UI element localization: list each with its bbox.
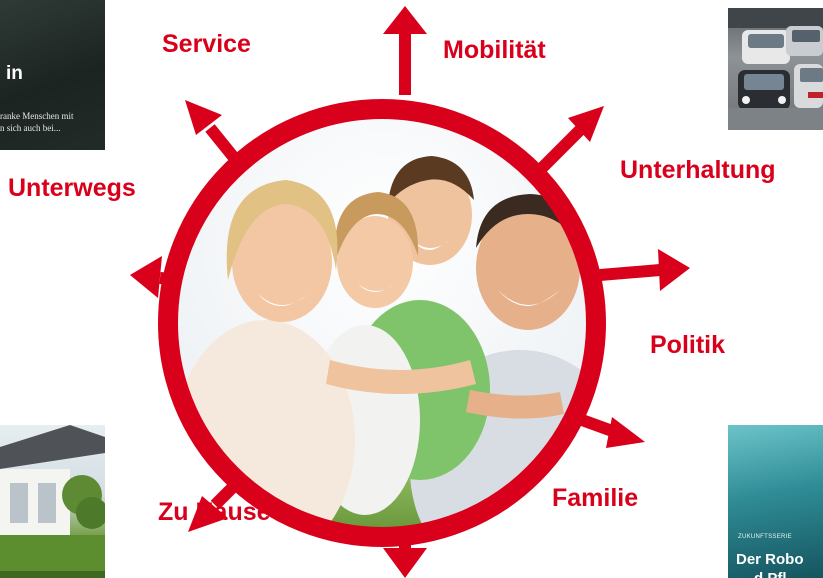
thumbnail-text-line: ranke Menschen mit — [0, 111, 74, 121]
arrow-right — [599, 249, 690, 291]
thumbnail-traffic-photo[interactable] — [728, 8, 823, 130]
thumbnail-title: Der Robo — [736, 551, 804, 568]
thumbnail-text-line: n sich auch bei... — [0, 123, 61, 133]
house-garden-illustration — [0, 425, 105, 578]
thumbnail-article-top-left[interactable]: in ranke Menschen mit n sich auch bei... — [0, 0, 105, 150]
thumbnail-tag: ZUKUNFTSSERIE — [738, 534, 792, 540]
label-at-home[interactable]: Zu Hause — [158, 498, 271, 526]
arrow-up — [383, 6, 427, 95]
label-entertainment[interactable]: Unterhaltung — [620, 156, 776, 184]
thumbnail-robot-article[interactable]: ZUKUNFTSSERIE Der Robo d Pfl — [728, 425, 823, 578]
label-service[interactable]: Service — [162, 30, 251, 58]
thumbnail-title-line-2: d Pfl — [754, 570, 787, 578]
label-mobility[interactable]: Mobilität — [443, 36, 546, 64]
label-family[interactable]: Familie — [552, 484, 639, 512]
label-politics[interactable]: Politik — [650, 331, 726, 359]
hub-ring — [158, 99, 606, 547]
thumbnail-house-photo[interactable] — [0, 425, 105, 578]
arrow-upper-right — [533, 106, 604, 177]
thumbnail-heading: in — [6, 63, 23, 84]
traffic-cars-illustration — [728, 8, 823, 130]
label-on-the-way[interactable]: Unterwegs — [8, 174, 136, 202]
